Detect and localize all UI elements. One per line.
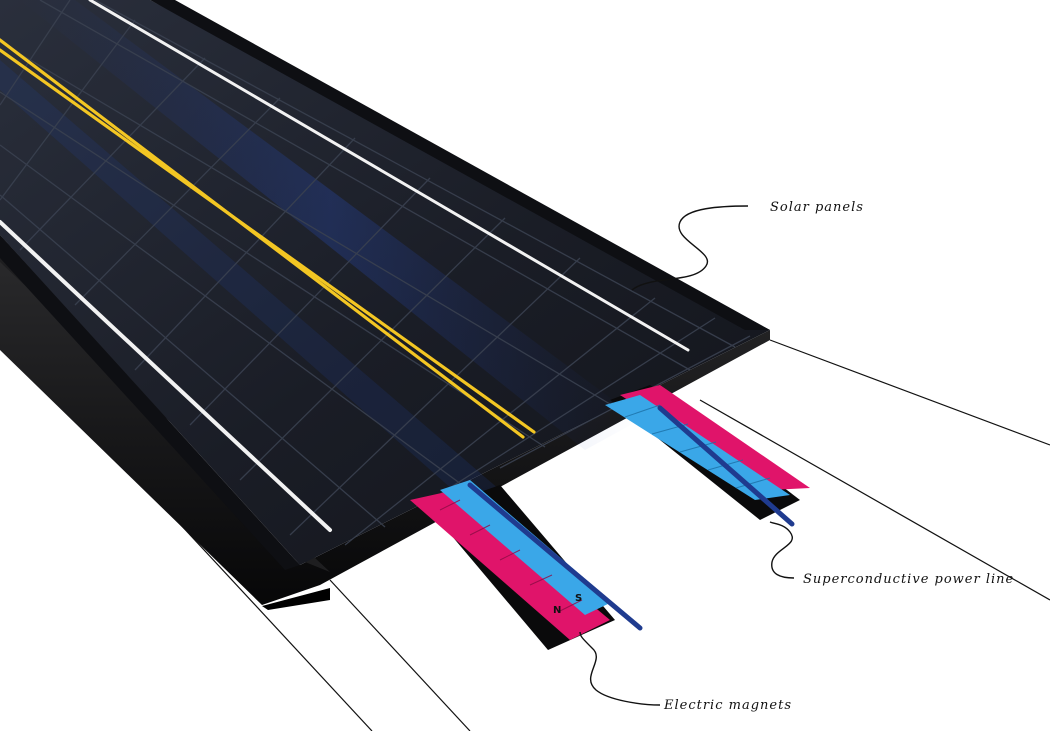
road-body [0, 235, 770, 610]
magnets-callout-line [579, 631, 661, 706]
lane-markings [0, 0, 690, 532]
north-pole-label: N [553, 605, 561, 616]
solar-panels-callout-line [631, 205, 749, 291]
right-white-lane-line [88, 0, 690, 352]
magnets-label: Electric magnets [663, 698, 792, 713]
front-magnet-track: N S [410, 480, 643, 650]
power-line-label: Superconductive power line [803, 572, 1014, 587]
back-power-line [657, 405, 795, 527]
front-power-line [467, 482, 643, 631]
center-yellow-line-2 [0, 48, 536, 434]
callouts [579, 205, 795, 706]
panel-grid [0, 0, 751, 546]
back-magnet-track [605, 385, 810, 527]
solar-panel-surface [0, 0, 770, 570]
power-line-callout-line [769, 521, 795, 579]
left-white-lane-line [0, 220, 332, 532]
solar-panels-label: Solar panels [770, 200, 864, 215]
south-pole-label: S [575, 593, 582, 604]
